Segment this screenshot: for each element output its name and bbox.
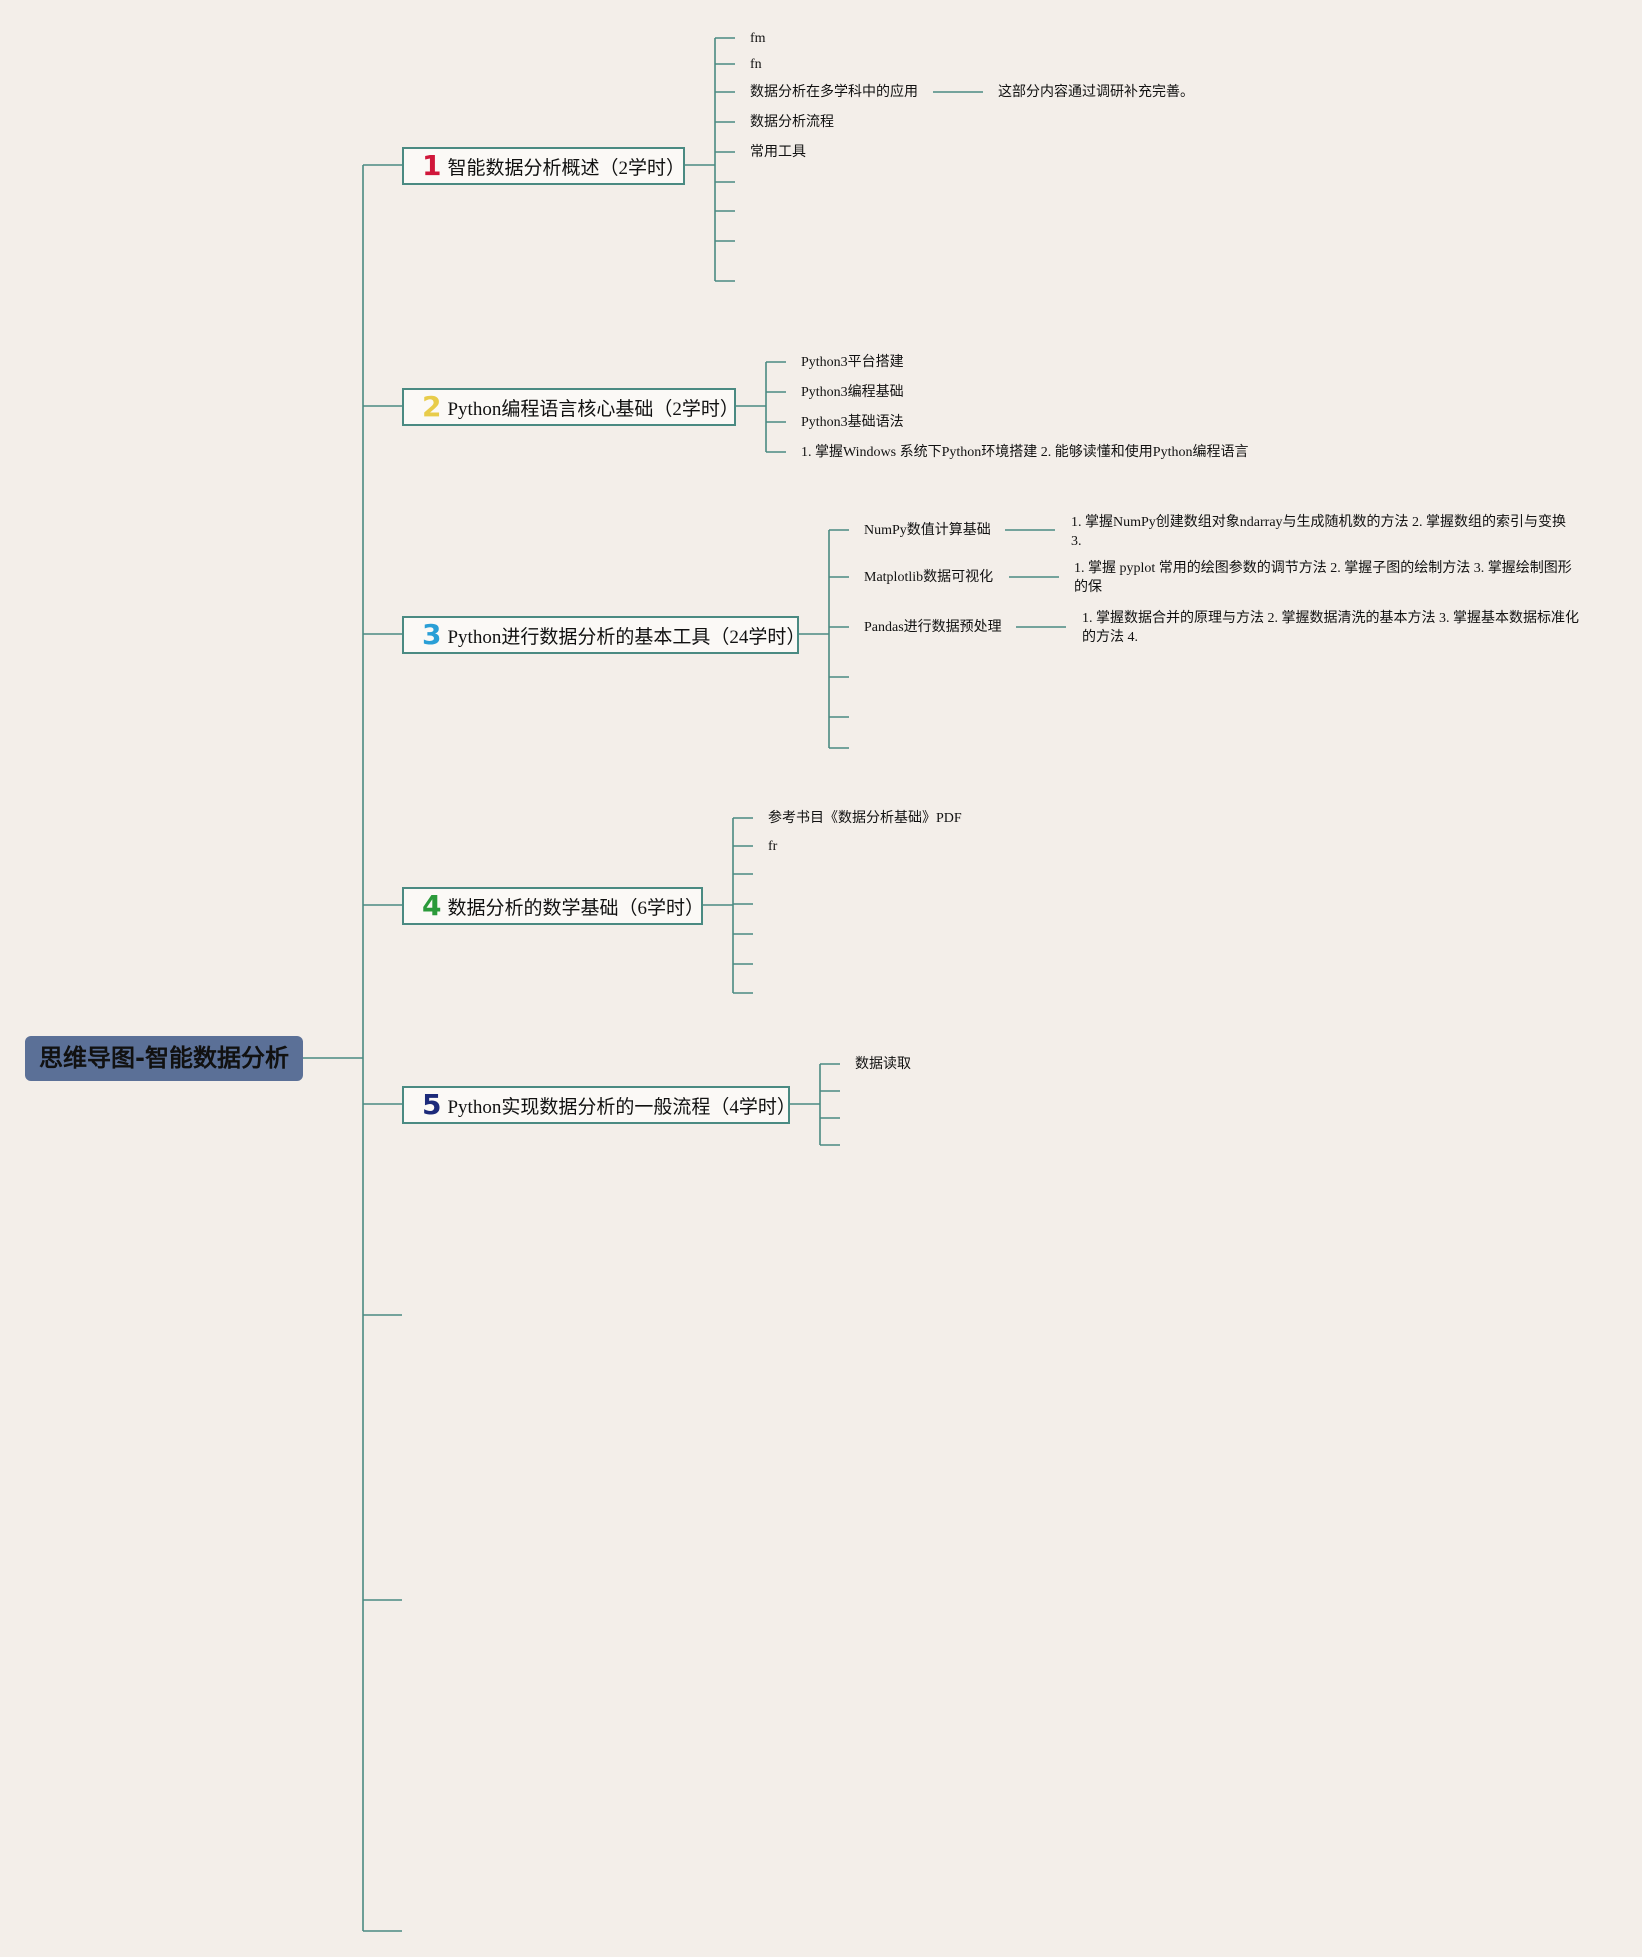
subtopic-item[interactable]: NumPy数值计算基础	[864, 523, 991, 538]
topic-label: Python编程语言核心基础（2学时）	[447, 398, 739, 420]
subtopic-note[interactable]: 1. 掌握NumPy创建数组对象ndarray与生成随机数的方法 2. 掌握数组…	[1071, 515, 1567, 549]
subtopic-item[interactable]: 数据分析在多学科中的应用	[750, 85, 918, 100]
subtopic-item[interactable]: fr	[768, 839, 778, 854]
topic-number: 2	[422, 390, 442, 423]
topic-number: 4	[422, 889, 442, 922]
topic-label: 数据分析的数学基础（6学时）	[447, 897, 704, 919]
root-topic[interactable]: 思维导图-智能数据分析	[25, 1036, 303, 1081]
subtopic-item[interactable]: Python3平台搭建	[801, 355, 904, 370]
topic-number: 1	[422, 149, 442, 182]
topic-number: 5	[422, 1088, 442, 1121]
subtopic-item[interactable]: Matplotlib数据可视化	[864, 570, 994, 585]
subtopic-item[interactable]: fm	[750, 31, 766, 46]
subtopic-item[interactable]: fn	[750, 57, 762, 72]
subtopic-item[interactable]: Python3编程基础	[801, 385, 904, 400]
topic-4[interactable]: 4 数据分析的数学基础（6学时）	[402, 887, 704, 925]
subtopic-item[interactable]: 常用工具	[750, 145, 806, 160]
subtopic-item[interactable]: 1. 掌握Windows 系统下Python环境搭建 2. 能够读懂和使用Pyt…	[801, 445, 1249, 460]
subtopic-item[interactable]: Python3基础语法	[801, 415, 904, 430]
topic-number: 3	[422, 618, 442, 651]
subtopic-item[interactable]: 数据分析流程	[750, 115, 834, 130]
topic-1[interactable]: 1 智能数据分析概述（2学时）	[402, 147, 685, 185]
subtopic-item[interactable]: 数据读取	[855, 1057, 911, 1072]
topic-2[interactable]: 2 Python编程语言核心基础（2学时）	[402, 388, 739, 426]
subtopic-item[interactable]: Pandas进行数据预处理	[864, 620, 1002, 635]
subtopic-item[interactable]: 参考书目《数据分析基础》PDF	[768, 811, 962, 826]
topic-5[interactable]: 5 Python实现数据分析的一般流程（4学时）	[402, 1086, 796, 1124]
topic-label: 智能数据分析概述（2学时）	[447, 157, 685, 179]
topic-label: Python进行数据分析的基本工具（24学时）	[447, 626, 806, 648]
subtopic-note[interactable]: 1. 掌握数据合并的原理与方法 2. 掌握数据清洗的基本方法 3. 掌握基本数据…	[1082, 611, 1579, 645]
subtopic-note[interactable]: 1. 掌握 pyplot 常用的绘图参数的调节方法 2. 掌握子图的绘制方法 3…	[1074, 561, 1572, 595]
topic-3[interactable]: 3 Python进行数据分析的基本工具（24学时）	[402, 616, 805, 654]
topic-label: Python实现数据分析的一般流程（4学时）	[447, 1096, 796, 1118]
subtopic-note[interactable]: 这部分内容通过调研补充完善。	[998, 85, 1194, 100]
